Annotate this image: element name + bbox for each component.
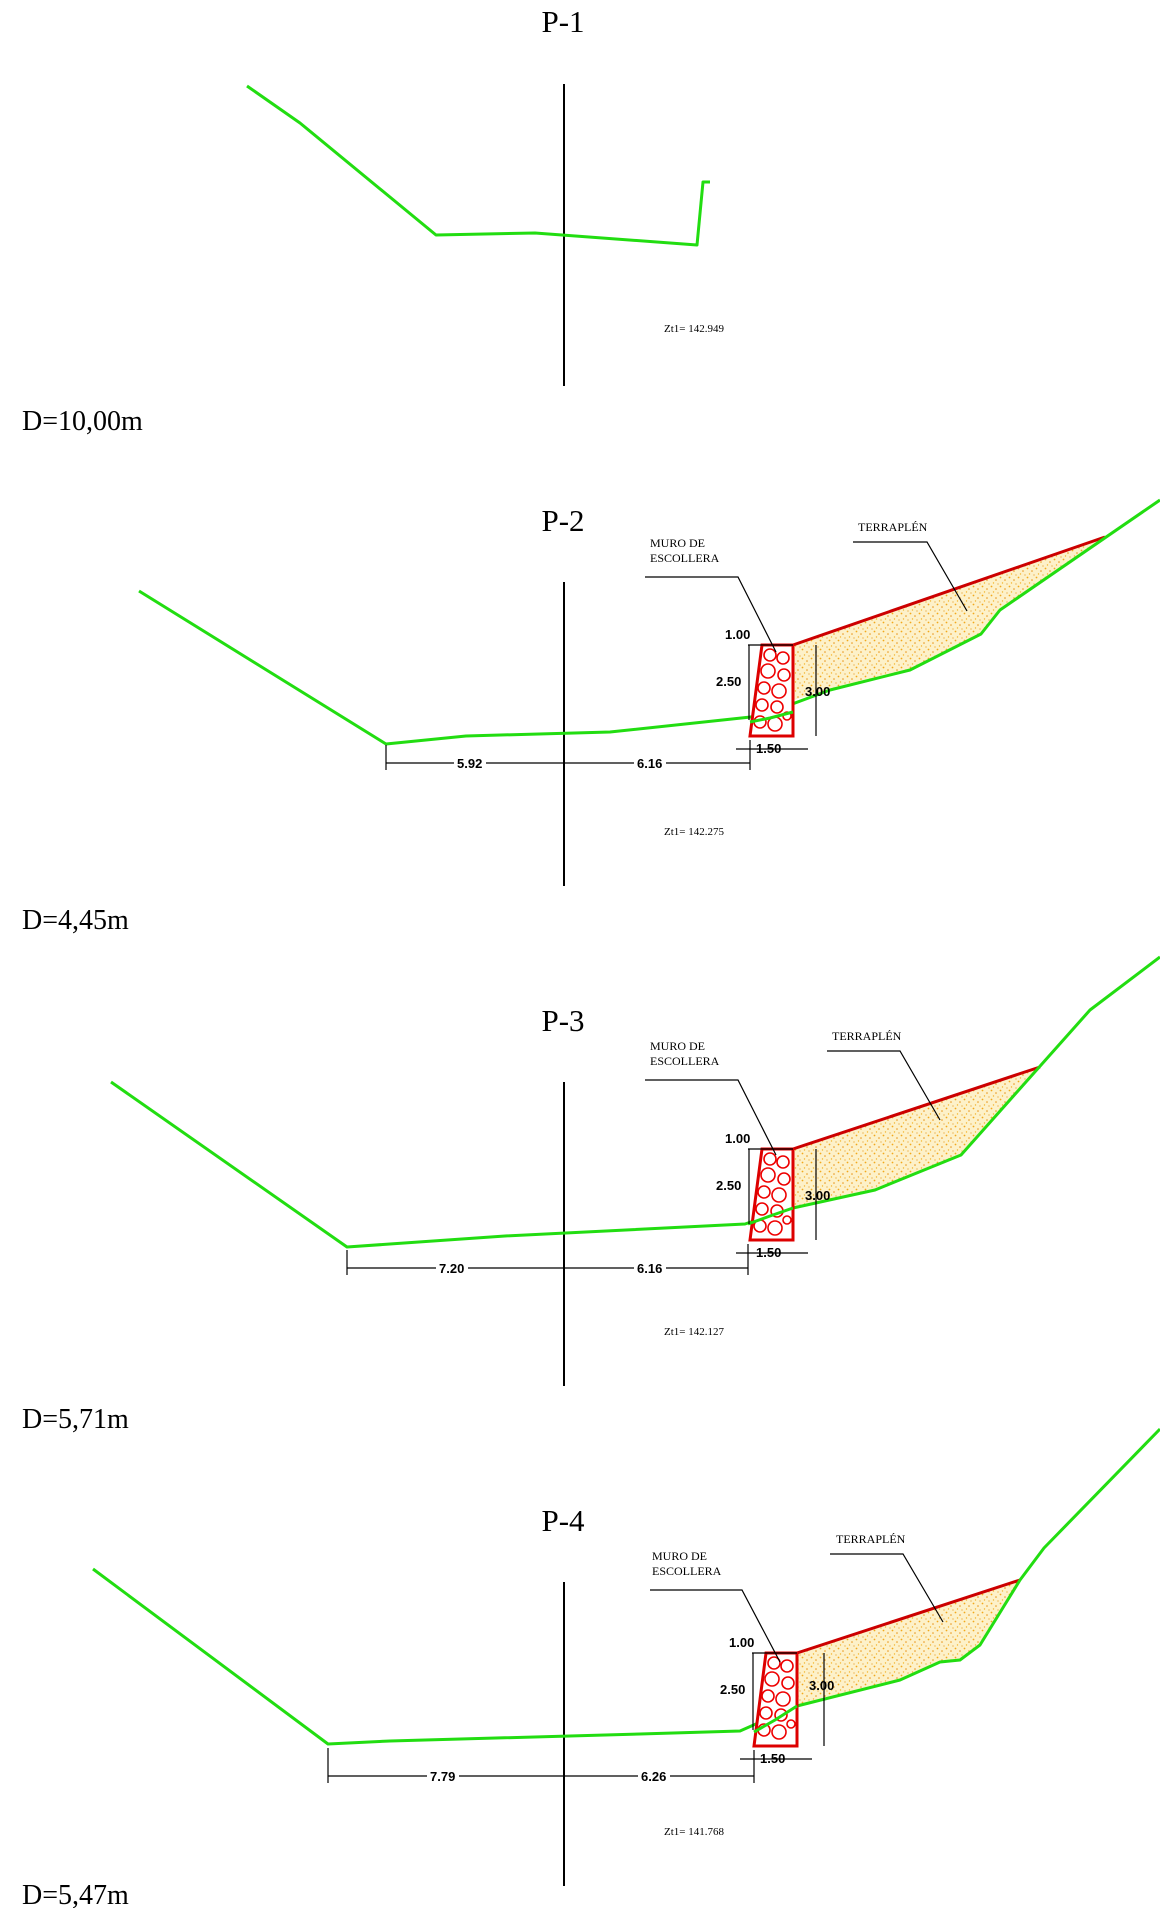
right-dim-bg (638, 1769, 670, 1783)
distance-label: D=5,47m (22, 1880, 129, 1908)
fill-height-dim: 3.00 (805, 1188, 830, 1203)
wall-label-leader (645, 576, 777, 653)
rockfill-stones (753, 1152, 792, 1236)
section-title: P-4 (541, 1503, 585, 1538)
base-width-dim: 1.50 (756, 741, 781, 756)
wall-height-dim: 2.50 (716, 674, 741, 689)
terrain-through-wall (753, 1704, 798, 1734)
section-p4: P-4 MURO DE ESCOLLERA TERRAPLÉN 1.00 2 (22, 1427, 1160, 1908)
fill-height-dim: 3.00 (809, 1678, 834, 1693)
distance-label: D=10,00m (22, 406, 143, 437)
embankment-top-line (792, 1065, 1041, 1151)
left-dim-bg (427, 1769, 459, 1783)
right-offset-dim: 6.16 (637, 756, 662, 771)
right-offset-dim: 6.26 (641, 1769, 666, 1784)
terrain-through-wall (747, 1206, 794, 1226)
wall-label-line1: MURO DE (650, 536, 705, 550)
wall-label-line2: ESCOLLERA (650, 1054, 720, 1068)
embankment-fill (793, 1067, 1040, 1208)
left-dim-bg (436, 1261, 468, 1275)
wall-height-dim: 2.50 (716, 1178, 741, 1193)
section-title: P-1 (541, 4, 584, 39)
left-dim-bg (454, 756, 486, 770)
top-width-dim: 1.00 (729, 1635, 754, 1650)
wall-label-line2: ESCOLLERA (652, 1564, 722, 1578)
elevation-label: Zt1= 142.949 (664, 323, 724, 335)
fill-label-leader (830, 1553, 944, 1623)
fill-height-dim: 3.00 (805, 684, 830, 699)
section-p3: P-3 MURO DE ESCOLLERA TERRAPLÉN 1.00 2 (22, 955, 1160, 1435)
elevation-label: Zt1= 142.127 (664, 1326, 724, 1338)
right-offset-dim: 6.16 (637, 1261, 662, 1276)
wall-label-line1: MURO DE (652, 1549, 707, 1563)
embankment-top-line (792, 535, 1106, 647)
right-dim-bg (634, 756, 666, 770)
rockfill-stones (757, 1656, 796, 1740)
embankment-fill (797, 1580, 1020, 1706)
distance-label: D=5,71m (22, 1404, 129, 1435)
embankment-fill (793, 537, 1105, 700)
wall-label-leader (645, 1079, 777, 1156)
distance-label: D=4,45m (22, 905, 129, 936)
left-offset-dim: 7.79 (430, 1769, 455, 1784)
wall-label-line2: ESCOLLERA (650, 551, 720, 565)
terrain-through-wall (749, 710, 794, 724)
section-p2: P-2 MURO DE ESCOLLERA TERRAPLÉN 1.00 (22, 498, 1160, 936)
fill-label-leader (853, 541, 968, 612)
section-title: P-2 (541, 503, 584, 538)
top-width-dim: 1.00 (725, 1131, 750, 1146)
base-width-dim: 1.50 (760, 1751, 785, 1766)
fill-label: TERRAPLÉN (832, 1029, 902, 1043)
fill-label: TERRAPLÉN (836, 1532, 906, 1546)
fill-label: TERRAPLÉN (858, 520, 928, 534)
top-width-dim: 1.00 (725, 627, 750, 642)
terrain-profile (92, 1427, 1160, 1746)
wall-label-line1: MURO DE (650, 1039, 705, 1053)
wall-height-dim: 2.50 (720, 1682, 745, 1697)
elevation-label: Zt1= 141.768 (664, 1826, 724, 1838)
elevation-label: Zt1= 142.275 (664, 826, 724, 838)
left-offset-dim: 5.92 (457, 756, 482, 771)
terrain-profile (138, 498, 1160, 746)
left-offset-dim: 7.20 (439, 1261, 464, 1276)
right-dim-bg (634, 1261, 666, 1275)
fill-label-leader (827, 1050, 941, 1121)
embankment-top-line (796, 1578, 1021, 1655)
base-width-dim: 1.50 (756, 1245, 781, 1260)
section-p1: P-1 Zt1= 142.949 D=10,00m (22, 4, 724, 437)
wall-label-leader (650, 1589, 781, 1663)
section-title: P-3 (541, 1003, 584, 1038)
terrain-profile (246, 84, 710, 247)
